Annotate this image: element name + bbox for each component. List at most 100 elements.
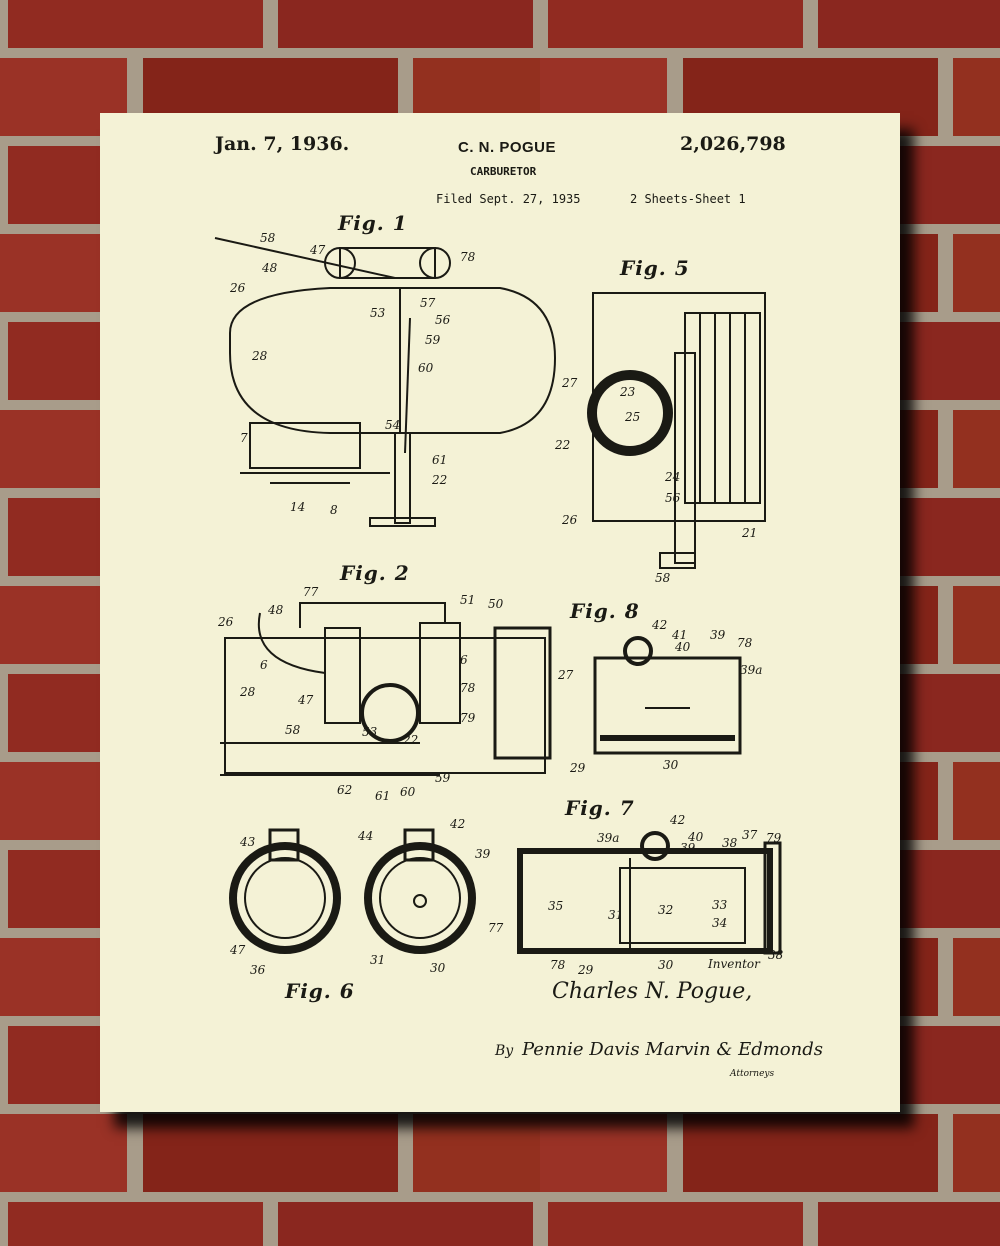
ref-numeral: 39a	[597, 831, 620, 845]
ref-numeral: 60	[418, 361, 434, 375]
ref-numeral: 42	[652, 618, 668, 632]
ref-numeral: 78	[460, 250, 476, 264]
fig8-drawing	[593, 636, 742, 755]
ref-numeral: 22	[555, 438, 571, 452]
ref-numeral: 58	[655, 571, 671, 585]
inventor-signature: Charles N. Pogue,	[552, 979, 753, 1004]
ref-numeral: 31	[608, 908, 624, 922]
ref-numeral: 27	[558, 668, 574, 682]
ref-numeral: 79	[766, 831, 782, 845]
ref-numeral: 35	[548, 899, 564, 913]
ref-numeral: 30	[430, 961, 446, 975]
sheet-info: 2 Sheets-Sheet 1	[630, 192, 746, 206]
ref-numeral: 61	[432, 453, 448, 467]
patent-poster: Jan. 7, 1936. C. N. POGUE 2,026,798 CARB…	[100, 113, 900, 1112]
fig5-drawing	[587, 292, 766, 569]
ref-numeral: 53	[362, 725, 378, 739]
ref-numeral: 29	[570, 761, 586, 775]
fig2-drawing	[220, 602, 552, 776]
ref-numeral: 78	[737, 636, 753, 650]
ref-numeral: 78	[460, 681, 476, 695]
ref-numeral: 14	[290, 500, 306, 514]
ref-numeral: 39a	[740, 663, 763, 677]
ref-numeral: 50	[488, 597, 504, 611]
patent-drawings	[214, 237, 782, 955]
ref-numeral: 38	[768, 948, 784, 962]
ref-numeral: 22	[403, 733, 419, 747]
fig7-label: Fig. 7	[565, 796, 635, 820]
ref-numeral: 47	[230, 943, 246, 957]
ref-numeral: 78	[550, 958, 566, 972]
ref-numeral: 58	[285, 723, 301, 737]
ref-numeral: 40	[688, 830, 704, 844]
ref-numeral: 6	[460, 653, 468, 667]
ref-numeral: 47	[310, 243, 326, 257]
fig6-label: Fig. 6	[285, 979, 355, 1003]
ref-numeral: 56	[665, 491, 681, 505]
ref-numeral: 30	[663, 758, 679, 772]
ref-numeral: 8	[330, 503, 338, 517]
ref-numeral: 26	[218, 615, 234, 629]
ref-numeral: 31	[370, 953, 386, 967]
ref-numeral: 42	[670, 813, 686, 827]
ref-numeral: 29	[578, 963, 594, 977]
ref-numeral: 60	[400, 785, 416, 799]
ref-numeral: 33	[712, 898, 728, 912]
ref-numeral: 51	[460, 593, 476, 607]
ref-numeral: 59	[435, 771, 451, 785]
ref-numeral: 61	[375, 789, 391, 803]
ref-numeral: 54	[385, 418, 401, 432]
ref-numeral: 56	[435, 313, 451, 327]
ref-numeral: 25	[625, 410, 641, 424]
ref-numeral: 43	[240, 835, 256, 849]
ref-numeral: 41	[672, 628, 688, 642]
ref-numeral: 62	[337, 783, 353, 797]
ref-numeral: 39	[710, 628, 726, 642]
ref-numeral: 58	[260, 231, 276, 245]
fig5-label: Fig. 5	[620, 256, 690, 280]
ref-numeral: 42	[450, 817, 466, 831]
ref-numeral: 48	[268, 603, 284, 617]
ref-numeral: 27	[562, 376, 578, 390]
ref-numeral: 26	[562, 513, 578, 527]
ref-numeral: 40	[675, 640, 691, 654]
ref-numeral: 23	[620, 385, 636, 399]
ref-numeral: 57	[420, 296, 436, 310]
fig2-label: Fig. 2	[340, 561, 410, 585]
attorneys-label: Attorneys	[730, 1069, 775, 1079]
ref-numeral: 39	[475, 847, 491, 861]
inventor-name: C. N. POGUE	[458, 139, 557, 156]
ref-numeral: 53	[370, 306, 386, 320]
ref-numeral: 21	[742, 526, 758, 540]
ref-numeral: 32	[658, 903, 674, 917]
fig8-label: Fig. 8	[570, 599, 640, 623]
by-label: By	[495, 1043, 514, 1059]
ref-numeral: 28	[252, 349, 268, 363]
ref-numeral: 37	[742, 828, 758, 842]
ref-numeral: 30	[658, 958, 674, 972]
patent-number: 2,026,798	[680, 133, 786, 155]
ref-numeral: 26	[230, 281, 246, 295]
ref-numeral: 59	[425, 333, 441, 347]
ref-numeral: 47	[298, 693, 314, 707]
ref-numeral: 79	[460, 711, 476, 725]
ref-numeral: 22	[432, 473, 448, 487]
ref-numeral: 28	[240, 685, 256, 699]
fig7-drawing	[517, 831, 782, 955]
ref-numeral: 38	[722, 836, 738, 850]
attorneys-signature: Pennie Davis Marvin & Edmonds	[522, 1039, 823, 1060]
issue-date: Jan. 7, 1936.	[215, 133, 350, 155]
ref-numeral: 34	[712, 916, 728, 930]
ref-numeral: 24	[665, 470, 681, 484]
filed-date: Filed Sept. 27, 1935	[436, 192, 581, 206]
inventor-label: Inventor	[708, 957, 760, 971]
patent-title: CARBURETOR	[470, 165, 537, 178]
fig1-label: Fig. 1	[338, 211, 408, 235]
ref-numeral: 77	[303, 585, 319, 599]
fig6-drawing	[229, 828, 476, 954]
ref-numeral: 77	[488, 921, 504, 935]
ref-numeral: 36	[250, 963, 266, 977]
ref-numeral: 7	[240, 431, 248, 445]
ref-numeral: 6	[260, 658, 268, 672]
ref-numeral: 39	[680, 841, 696, 855]
